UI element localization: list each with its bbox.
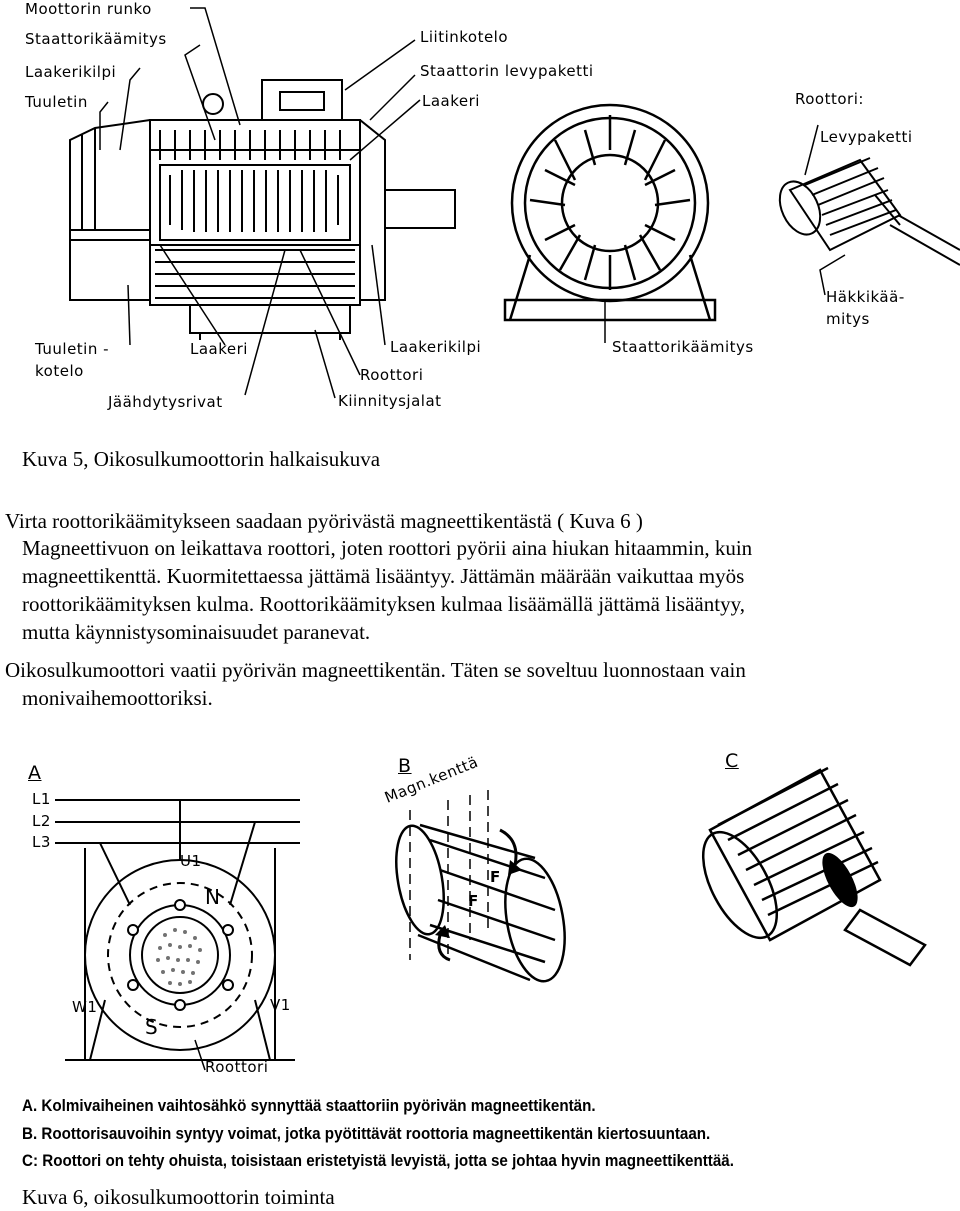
phase-label-l2: L2 [32, 812, 51, 830]
paragraph-line-6: Oikosulkumoottori vaatii pyörivän magnee… [5, 658, 746, 682]
label-mounting-feet: Kiinnitysjalat [338, 392, 442, 410]
force-label-2: F [468, 892, 479, 910]
label-bearing-bottom: Laakeri [190, 340, 248, 358]
paragraph-line-3: magneettikenttä. Kuormitettaessa jättämä… [22, 564, 745, 588]
label-rotor-core: Levypaketti [820, 128, 913, 146]
label-bearing-top: Laakeri [422, 92, 480, 110]
label-motor-frame: Moottorin runko [25, 0, 152, 18]
paragraph-line-4: roottorikäämityksen kulma. Roottorikäämi… [22, 592, 745, 616]
figure6-caption: Kuva 6, oikosulkumoottorin toiminta [22, 1185, 335, 1209]
explanation-a: A. Kolmivaiheinen vaihtosähkö synnyttää … [22, 1097, 596, 1115]
label-end-shield-bottom: Laakerikilpi [390, 338, 482, 356]
label-stator-winding: Staattorikäämitys [25, 30, 167, 48]
force-label-1: F [490, 868, 501, 886]
terminal-label-v1: V1 [270, 996, 291, 1014]
panel-letter-c: C [725, 750, 739, 772]
label-fan: Tuuletin [25, 93, 88, 111]
label-stator-core: Staattorin levypaketti [420, 62, 594, 80]
rotor-label-fig6: Roottori [205, 1058, 269, 1076]
figure5-drawing [69, 7, 960, 399]
pole-label-n: N [205, 885, 221, 909]
panel-letter-a: A [28, 762, 42, 784]
label-cage-winding-2: mitys [826, 310, 870, 328]
terminal-label-w1: W1 [72, 998, 98, 1016]
label-cooling-fins: Jäähdytysrivat [108, 393, 223, 411]
label-stator-winding-right: Staattorikäämitys [612, 338, 754, 356]
phase-label-l1: L1 [32, 790, 51, 808]
label-fan-housing-2: kotelo [35, 362, 84, 380]
explanation-b: B. Roottorisauvoihin syntyy voimat, jotk… [22, 1125, 711, 1143]
terminal-label-u1: U1 [180, 852, 202, 870]
paragraph-line-2: Magneettivuon on leikattava roottori, jo… [22, 536, 753, 560]
figure5-caption: Kuva 5, Oikosulkumoottorin halkaisukuva [22, 447, 381, 471]
panel-letter-b: B [398, 755, 412, 777]
phase-label-l3: L3 [32, 833, 51, 851]
pole-label-s: S [145, 1015, 159, 1039]
label-fan-housing-1: Tuuletin - [35, 340, 110, 358]
label-terminal-box: Liitinkotelo [420, 28, 509, 46]
paragraph-line-5: mutta käynnistysominaisuudet paranevat. [22, 620, 371, 644]
explanation-c: C: Roottori on tehty ohuista, toisistaan… [22, 1152, 734, 1170]
paragraph-line-1: Virta roottorikäämitykseen saadaan pyöri… [5, 509, 643, 533]
label-cage-winding-1: Häkkikää- [826, 288, 905, 306]
label-rotor-heading: Roottori: [795, 90, 864, 108]
paragraph-line-7: monivaihemoottoriksi. [22, 686, 213, 710]
label-end-shield: Laakerikilpi [25, 63, 117, 81]
label-rotor: Roottori [360, 366, 424, 384]
